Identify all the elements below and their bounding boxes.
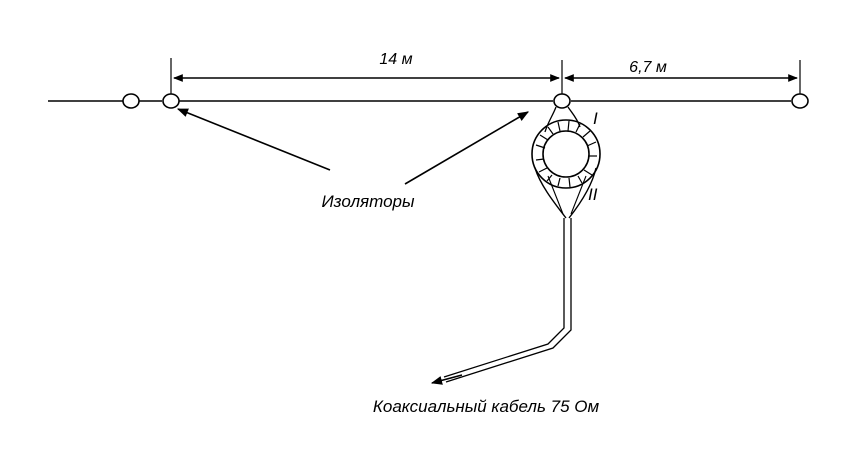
cable-arrow — [430, 374, 463, 385]
insulator-4 — [791, 93, 809, 109]
dimension-extension-lines — [170, 58, 801, 94]
insulator-3 — [553, 93, 571, 109]
insulator-pointer-left — [176, 108, 331, 171]
insulator-1 — [122, 93, 140, 109]
winding-2-label: II — [588, 185, 598, 204]
winding-1-label: I — [593, 109, 598, 128]
insulators-label: Изоляторы — [321, 192, 415, 211]
cable-label: Коаксиальный кабель 75 Ом — [373, 397, 600, 416]
coaxial-cable — [443, 218, 572, 383]
insulator-pointer-right — [404, 111, 529, 185]
insulator-2 — [162, 93, 180, 109]
dimension-label-side: 6,7 м — [629, 59, 667, 76]
dimension-label-main: 14 м — [379, 51, 412, 68]
matching-transformer — [531, 106, 601, 219]
